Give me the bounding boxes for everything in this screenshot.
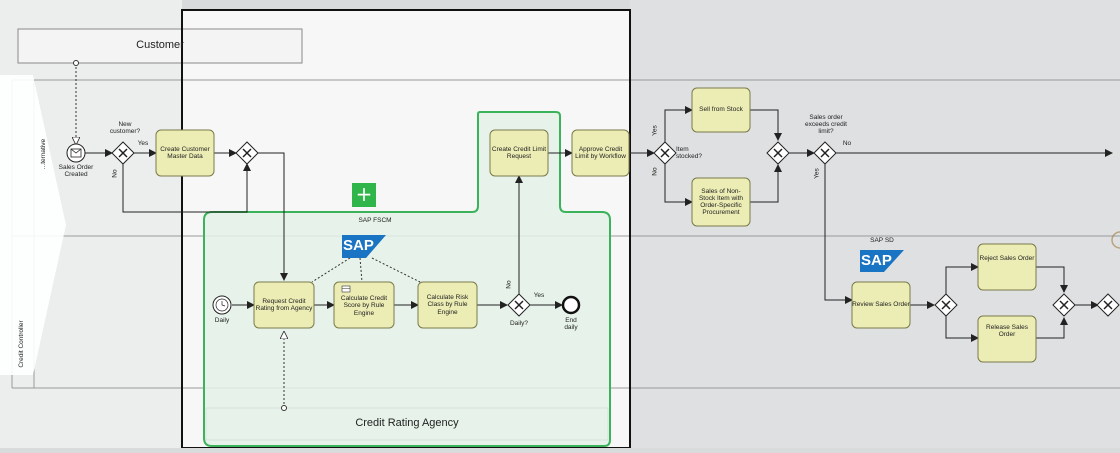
- task-review-sales-label: Review Sales Order: [852, 301, 910, 309]
- flow-yes-stock: [664, 106, 693, 142]
- flow-nonstock-merge: [750, 164, 782, 203]
- task-review-sales[interactable]: [851, 281, 911, 329]
- task-create-credit-limit[interactable]: [489, 129, 549, 177]
- gateway-daily[interactable]: [507, 293, 531, 317]
- gateway-exceeds-limit-label: Sales order exceeds credit limit?: [805, 114, 847, 136]
- start-daily-label: Daily: [214, 317, 230, 324]
- task-approve-credit-limit-label: Approve Credit Limit by Workflow: [575, 145, 626, 160]
- customer-pool-label: Customer: [136, 39, 184, 51]
- sap-logo-text-sd: SAP: [861, 252, 892, 269]
- label-no-4: No: [842, 140, 852, 147]
- gateway-item-stocked-label: Item stocked?: [676, 146, 703, 161]
- task-request-rating-label: Request Credit Rating from Agency: [255, 297, 313, 312]
- flow-stock-merge: [750, 109, 782, 141]
- task-sell-from-stock[interactable]: [691, 87, 751, 133]
- flow-release-merge: [1036, 317, 1068, 339]
- label-no-3: No: [651, 167, 659, 176]
- gateway-new-customer-label: New customer?: [109, 121, 141, 136]
- label-yes-2: Yes: [533, 292, 545, 299]
- gateway-merge-4[interactable]: [1096, 293, 1120, 317]
- flow-no-nonstock: [664, 164, 693, 206]
- task-approve-credit-limit[interactable]: [571, 129, 630, 177]
- task-calc-score[interactable]: [333, 281, 395, 329]
- task-reject-sales-label: Reject Sales Order: [979, 255, 1035, 263]
- task-reject-sales[interactable]: [977, 243, 1037, 291]
- sap-logo-sd: [860, 250, 904, 272]
- group-sd-label: SAP SD: [870, 237, 894, 244]
- flow-reject-merge: [1036, 266, 1068, 293]
- task-calc-risk-label: Calculate Risk Class by Rule Engine: [426, 294, 469, 316]
- task-release-sales-label: Release Sales Order: [986, 323, 1028, 338]
- agency-pool-label: Credit Rating Agency: [355, 417, 459, 429]
- flow-gw-reject: [945, 263, 979, 294]
- task-calc-score-label: Calculate Credit Score by Rule Engine: [340, 295, 388, 317]
- flow-no-bypass: [122, 163, 251, 213]
- gateway-daily-label: Daily?: [509, 320, 529, 327]
- task-sales-non-stock[interactable]: [691, 177, 751, 227]
- rule-task-icon: [341, 285, 351, 293]
- group-fscm-label: SAP FSCM: [358, 217, 392, 224]
- gateway-exceeds-limit[interactable]: [813, 141, 837, 165]
- gateway-merge-1[interactable]: [235, 141, 259, 165]
- label-no-1: No: [111, 169, 119, 178]
- task-create-credit-limit-label: Create Credit Limit Request: [491, 145, 547, 160]
- task-calc-risk[interactable]: [417, 281, 478, 329]
- add-button[interactable]: +: [352, 183, 376, 207]
- assoc-3: [371, 257, 421, 283]
- assoc-2: [359, 257, 363, 283]
- end-event[interactable]: [561, 295, 581, 315]
- gateway-review[interactable]: [934, 293, 958, 317]
- label-yes-4: Yes: [813, 168, 821, 179]
- lane1-label: ...ternative: [40, 138, 47, 170]
- task-release-sales[interactable]: [977, 315, 1037, 363]
- start-event-label: Sales Order Created: [58, 164, 94, 179]
- end-daily-label: End daily: [564, 317, 578, 332]
- gateway-item-stocked[interactable]: [653, 141, 677, 165]
- task-sell-from-stock-label: Sell from Stock: [699, 106, 743, 114]
- task-create-customer-label: Create Customer Master Data: [160, 145, 210, 160]
- flow-merge-request: [258, 152, 288, 281]
- label-yes-3: Yes: [651, 125, 659, 136]
- message-flow-agency-origin: [281, 405, 287, 411]
- sap-logo-fscm: [342, 235, 386, 258]
- lane2-label: Credit Controller: [18, 320, 25, 368]
- message-flow-origin: [73, 60, 79, 66]
- gateway-merge-3[interactable]: [1052, 293, 1076, 317]
- task-sales-non-stock-label: Sales of Non-Stock Item with Order-Speci…: [698, 187, 744, 217]
- envelope-flap: [70, 148, 82, 154]
- label-yes-1: Yes: [137, 140, 149, 147]
- task-request-rating[interactable]: [253, 281, 315, 329]
- gateway-merge-2[interactable]: [766, 141, 790, 165]
- flow-yes-review: [824, 164, 853, 304]
- flow-gw-release: [945, 316, 979, 342]
- edge-decoration: [1111, 231, 1120, 249]
- assoc-1: [311, 257, 351, 283]
- task-create-customer[interactable]: [155, 129, 215, 177]
- gateway-new-customer[interactable]: [111, 141, 135, 165]
- label-no-2: No: [505, 280, 513, 289]
- clock-hands: [221, 301, 226, 307]
- customer-pool: [17, 28, 303, 64]
- sap-logo-text-fscm: SAP: [343, 237, 374, 254]
